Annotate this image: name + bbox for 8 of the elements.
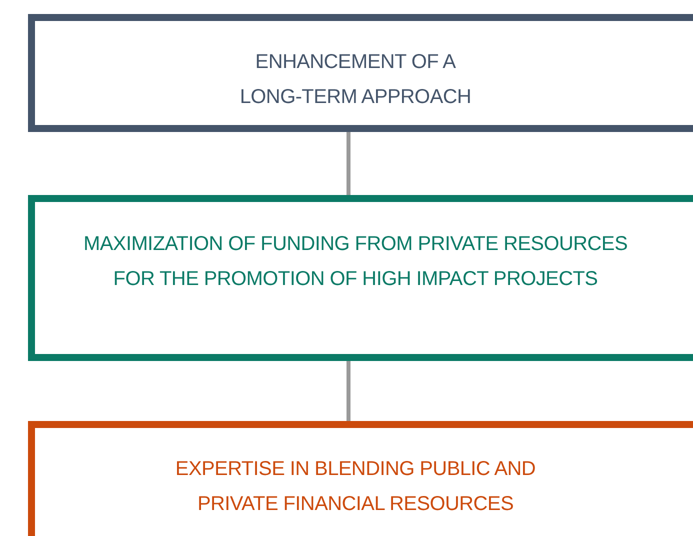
box-text: EXPERTISE IN BLENDING PUBLIC AND PRIVATE FINANCIAL RESOURCES — [174, 457, 537, 517]
text-box — [28, 421, 693, 536]
text-box — [28, 14, 693, 132]
box-text: ENHANCEMENT OF A LONG-TERM APPROACH — [238, 50, 472, 110]
connector-line — [346, 361, 350, 421]
connector-line — [346, 132, 350, 195]
box-text: MAXIMIZATION OF FUNDING FROM PRIVATE RESOURCES FOR THE PROMOTION OF HIGH IMPACT PROJECTS — [82, 232, 628, 292]
text-box — [28, 195, 693, 361]
